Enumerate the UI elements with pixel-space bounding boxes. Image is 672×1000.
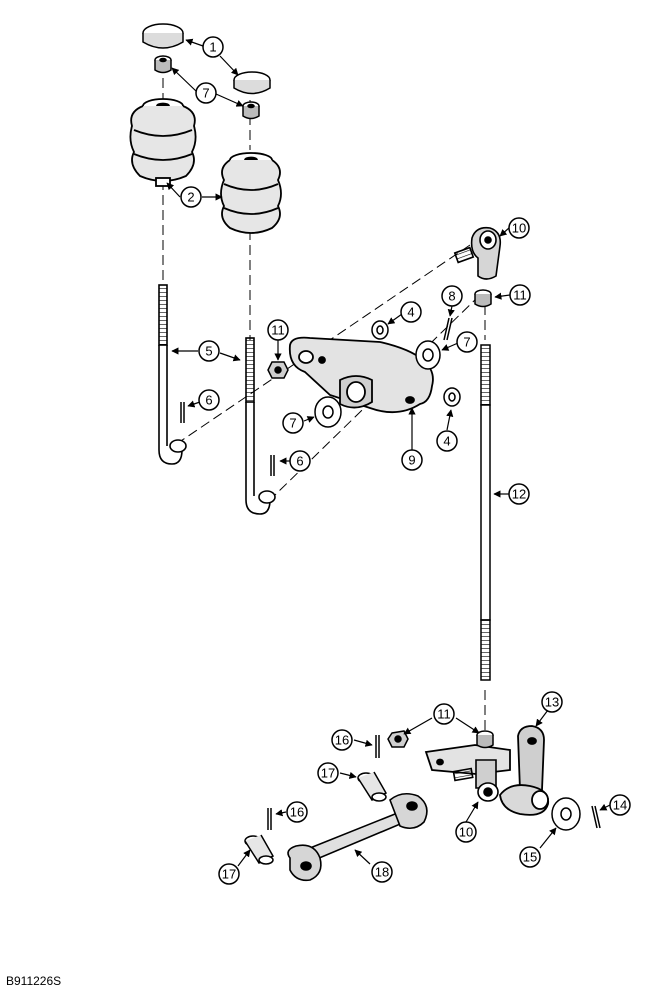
- svg-text:10: 10: [459, 825, 473, 840]
- leader-lines: [166, 38, 611, 867]
- callout: 9: [401, 449, 423, 471]
- bracket: [288, 336, 434, 414]
- cotter-pin-8: [443, 317, 453, 341]
- svg-text:16: 16: [290, 805, 304, 820]
- clevis-pin-upper: [357, 771, 388, 802]
- svg-text:15: 15: [523, 850, 537, 865]
- callout: 18: [371, 861, 393, 883]
- svg-text:6: 6: [296, 454, 303, 469]
- callout: 10: [455, 821, 477, 843]
- callout: 11: [509, 284, 531, 306]
- bumper-left: [129, 98, 197, 187]
- washer-upper: [371, 320, 389, 340]
- callout: 7: [195, 82, 217, 104]
- lock-nut-lower-left: [387, 730, 409, 748]
- svg-text:12: 12: [512, 487, 526, 502]
- callout: 1: [202, 36, 224, 58]
- svg-text:7: 7: [202, 86, 209, 101]
- callout: 17: [218, 863, 240, 885]
- callout: 12: [508, 483, 530, 505]
- linkage-rod: [287, 792, 428, 882]
- cap-left: [142, 23, 184, 49]
- callout: 13: [541, 691, 563, 713]
- callout: 8: [441, 285, 463, 307]
- j-bolt-right: [245, 337, 276, 515]
- callout: 11: [433, 703, 455, 725]
- svg-text:6: 6: [205, 393, 212, 408]
- svg-text:11: 11: [513, 288, 527, 303]
- svg-text:7: 7: [289, 416, 296, 431]
- callout: 16: [331, 729, 353, 751]
- svg-text:5: 5: [205, 344, 212, 359]
- svg-text:18: 18: [375, 865, 389, 880]
- ball-joint-upper: [453, 226, 502, 280]
- lock-nut-lower-right: [476, 730, 494, 749]
- svg-text:17: 17: [321, 766, 335, 781]
- bumper-right: [220, 152, 282, 234]
- threaded-rod: [480, 344, 491, 681]
- large-washer-left: [314, 396, 342, 428]
- svg-text:11: 11: [437, 707, 451, 722]
- svg-text:13: 13: [545, 695, 559, 710]
- clevis-pin-lower: [244, 834, 275, 865]
- callout: 14: [609, 794, 631, 816]
- cotter-pin-14: [591, 805, 601, 829]
- washer-15: [551, 797, 581, 831]
- callout: 5: [198, 340, 220, 362]
- cotter-pin-16-upper: [375, 735, 380, 758]
- cotter-pin-lower: [270, 455, 275, 476]
- callout: 4: [436, 430, 458, 452]
- callout: 6: [198, 389, 220, 411]
- callout: 16: [286, 801, 308, 823]
- svg-text:11: 11: [271, 323, 285, 338]
- cotter-pin-upper: [180, 402, 185, 423]
- callout: 7: [282, 412, 304, 434]
- svg-text:8: 8: [448, 289, 455, 304]
- svg-text:7: 7: [463, 335, 470, 350]
- nut-right: [242, 101, 260, 120]
- callout: 6: [289, 450, 311, 472]
- svg-text:16: 16: [335, 733, 349, 748]
- nut-left: [154, 55, 172, 74]
- svg-text:4: 4: [443, 434, 450, 449]
- j-bolt-left: [158, 284, 187, 465]
- ball-joint-lower: [452, 759, 499, 802]
- callout: 15: [519, 846, 541, 868]
- svg-text:4: 4: [407, 305, 414, 320]
- svg-text:2: 2: [187, 190, 194, 205]
- large-washer-right: [415, 340, 441, 370]
- callouts: 1 7 2 5 6 6 4 7 7 4 8 9 10 11 11 12 13 1…: [180, 36, 631, 885]
- cap-right: [233, 71, 271, 95]
- callout: 10: [508, 217, 530, 239]
- svg-text:14: 14: [613, 798, 627, 813]
- callout: 7: [456, 331, 478, 353]
- lock-nut-bracket: [267, 361, 289, 379]
- svg-text:17: 17: [222, 867, 236, 882]
- lock-nut-top-rod: [474, 289, 492, 308]
- callout: 2: [180, 186, 202, 208]
- callout: 4: [400, 301, 422, 323]
- svg-text:9: 9: [408, 453, 415, 468]
- callout: 17: [317, 762, 339, 784]
- figure-reference-code: B911226S: [6, 974, 62, 988]
- svg-text:1: 1: [209, 40, 216, 55]
- cotter-pin-16-lower: [267, 808, 272, 830]
- washer-lower: [443, 387, 461, 407]
- svg-text:10: 10: [512, 221, 526, 236]
- callout: 11: [267, 319, 289, 341]
